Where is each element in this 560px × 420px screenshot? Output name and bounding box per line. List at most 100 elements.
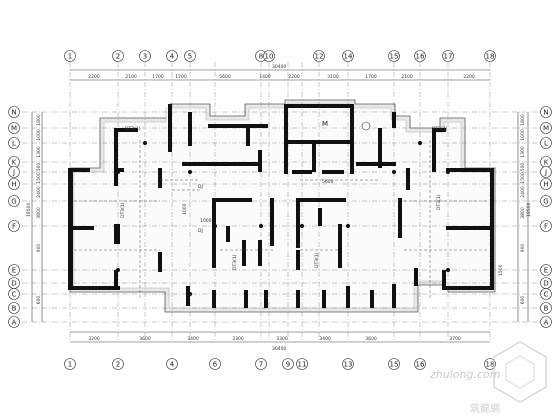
grid-bubble-bottom: 6 [209, 358, 221, 370]
grid-bubble-bottom: 2 [112, 358, 124, 370]
top-dimension-value: 5600 [219, 74, 231, 80]
right-dimension-value: 600 [520, 296, 526, 305]
tag-label: DT3(1) [314, 252, 320, 268]
grid-bubble-right: G [540, 195, 552, 207]
grid-bubble-bottom: 13 [342, 358, 354, 370]
svg-text:H: H [11, 180, 16, 188]
bottom-dimension-value: 3600 [365, 336, 377, 342]
top-dimension-value: 2200 [288, 74, 300, 80]
right-dimension-value: 900 [520, 244, 526, 253]
right-dimension-value: 3800 [520, 207, 526, 219]
grid-bubble-top: 16 [414, 50, 426, 62]
svg-text:16: 16 [416, 360, 425, 368]
grid-bubble-top: 14 [342, 50, 354, 62]
svg-text:13: 13 [344, 360, 353, 368]
bottom-dimension-value: 3300 [232, 336, 244, 342]
svg-text:3: 3 [143, 52, 147, 60]
svg-text:F: F [544, 222, 548, 230]
tag-label: DT3(1) [432, 126, 448, 132]
grid-bubble-right: M [540, 122, 552, 134]
svg-text:A: A [544, 318, 549, 326]
tag-label: DT3(1) [232, 254, 238, 270]
tag-label: DT3(1) [120, 202, 126, 218]
left-dimension-value: 1500 [36, 172, 42, 184]
watermark-brand: 筑龍網 [470, 402, 500, 415]
svg-text:N: N [543, 108, 548, 116]
grid-bubble-bottom: 15 [388, 358, 400, 370]
svg-text:5: 5 [188, 52, 192, 60]
svg-text:M: M [543, 124, 549, 132]
bottom-total-dimension: 30400 [272, 346, 286, 352]
grid-bubble-bottom: 16 [414, 358, 426, 370]
svg-text:15: 15 [390, 360, 399, 368]
svg-text:A: A [12, 318, 17, 326]
grid-bubble-bottom: 7 [255, 358, 267, 370]
grid-bubble-left: N [8, 106, 20, 118]
top-dimension-value: 1400 [259, 74, 271, 80]
grid-bubble-left: C [8, 288, 20, 300]
watermark: zhulong.com 筑龍網 [429, 341, 547, 415]
svg-text:6: 6 [213, 360, 218, 368]
svg-text:15: 15 [390, 52, 399, 60]
grid-bubble-right: J [540, 166, 552, 178]
left-dimension-value: 500 [36, 163, 42, 172]
beam-lines [74, 140, 488, 300]
grid-bubble-left: K [8, 156, 20, 168]
inner-dimension: 5600 [322, 179, 334, 185]
left-dimension-value: 600 [36, 296, 42, 305]
svg-text:2: 2 [116, 360, 120, 368]
right-dimension-value: 1800 [520, 114, 526, 126]
top-dimension-value: 2100 [125, 74, 137, 80]
slab-outline [69, 99, 496, 313]
grid-bubble-bottom: 4 [166, 358, 178, 370]
bottom-dimension-value: 3400 [187, 336, 199, 342]
grid-bubble-right: N [540, 106, 552, 118]
structural-walls [68, 104, 494, 308]
plan-annotations: DT3(1) DT3(1) DT3(1) DT3(1) DT3(1) DT3(1… [120, 120, 504, 276]
grid-bubble-left: H [8, 178, 20, 190]
svg-text:E: E [12, 266, 16, 274]
svg-text:G: G [543, 197, 548, 205]
side-dimension: 1500 [498, 264, 504, 276]
left-total-dimension: 18500 [26, 203, 32, 217]
svg-text:14: 14 [344, 52, 353, 60]
right-dimension-value: 2400 [520, 186, 526, 198]
svg-text:B: B [12, 304, 17, 312]
top-dimension-value: 2200 [88, 74, 100, 80]
left-dimension-value: 1300 [36, 146, 42, 158]
right-dimension-value: 1000 [520, 129, 526, 141]
left-dimension-value: 900 [36, 244, 42, 253]
bottom-dimension-value: 3400 [319, 336, 331, 342]
top-dimension-value: 1700 [365, 74, 377, 80]
inner-dimension: 1000 [182, 203, 188, 215]
grid-bubble-left: A [8, 316, 20, 328]
grid-bubble-right: B [540, 302, 552, 314]
svg-text:1: 1 [68, 52, 72, 60]
grid-bubble-left: L [8, 137, 20, 149]
grid-bubble-right: K [540, 156, 552, 168]
grid-bubble-right: C [540, 288, 552, 300]
grid-bubble-right: F [540, 220, 552, 232]
svg-text:K: K [12, 158, 17, 166]
svg-text:4: 4 [170, 52, 175, 60]
grid-bubble-top: 17 [442, 50, 454, 62]
watermark-logo-icon [493, 341, 547, 403]
right-dimension-value: 1500 [520, 172, 526, 184]
left-dimension-value: 1800 [36, 114, 42, 126]
watermark-site: zhulong.com [429, 368, 500, 381]
grid-bubble-right: A [540, 316, 552, 328]
bottom-dimension-value: 3600 [139, 336, 151, 342]
grid-bubble-bottom: 1 [64, 358, 76, 370]
svg-text:C: C [544, 290, 549, 298]
svg-text:18: 18 [486, 360, 495, 368]
top-dimension-value: 2100 [401, 74, 413, 80]
grid-bubble-top: 1 [64, 50, 76, 62]
grid-bubble-top: 4 [166, 50, 178, 62]
top-total-dimension: 30400 [272, 64, 286, 70]
